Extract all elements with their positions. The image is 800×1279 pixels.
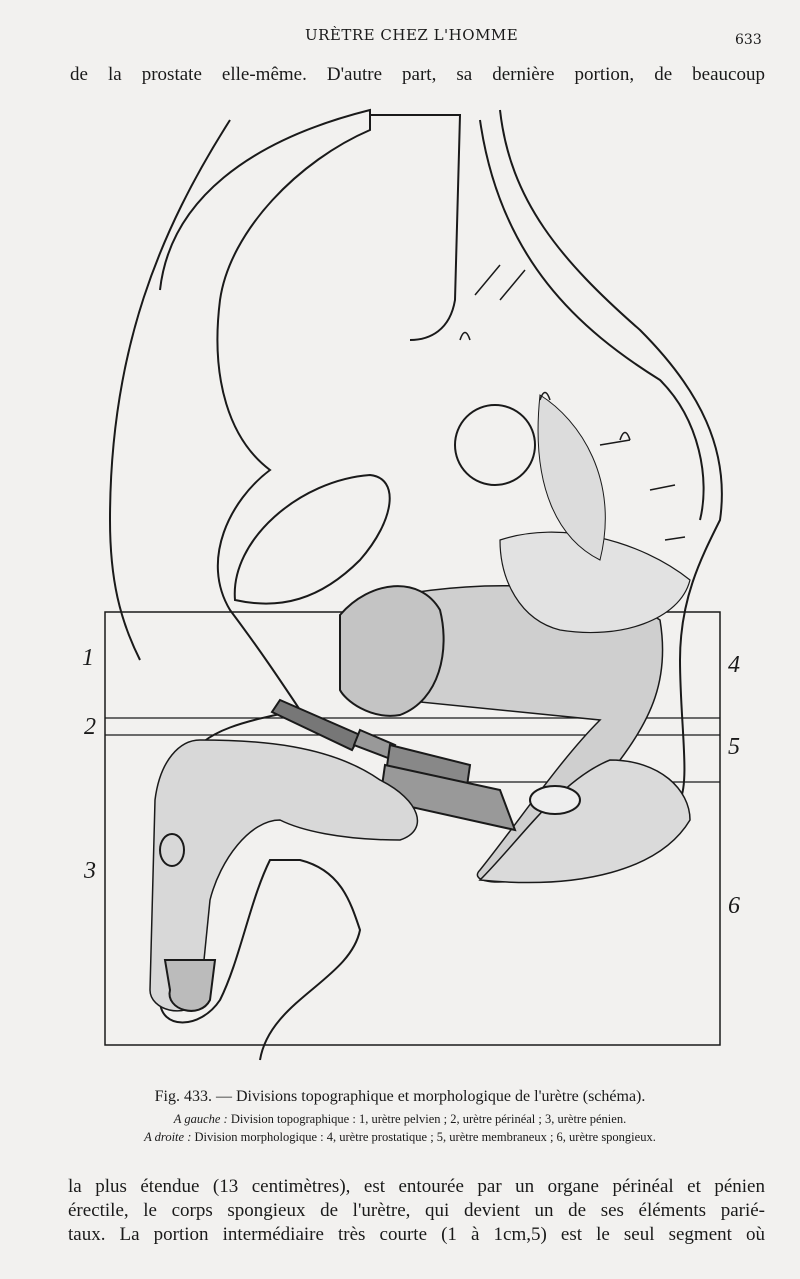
figure-caption-left: A gauche : Division topographique : 1, u…	[0, 1112, 800, 1127]
caption-right-text: Division morphologique : 4, urètre prost…	[194, 1130, 656, 1144]
caption-left-text: Division topographique : 1, urètre pelvi…	[230, 1112, 627, 1126]
back-outline	[499, 109, 723, 801]
figure-caption-title: Fig. 433. — Divisions topographique et m…	[154, 1088, 646, 1105]
prostate	[339, 585, 445, 717]
body-text-line: la plus étendue (13 centimètres), est en…	[68, 1176, 765, 1197]
label-5-membranous: 5	[728, 734, 740, 760]
running-head: URÈTRE CHEZ L'HOMME	[305, 26, 519, 44]
body-text-line: érectile, le corps spongieux de l'urètre…	[68, 1200, 765, 1221]
anatomical-figure	[104, 108, 723, 1061]
sacrum	[370, 114, 462, 341]
label-1-pelvic: 1	[82, 645, 94, 671]
page-number: 633	[735, 32, 762, 48]
caption-left-prefix: A gauche :	[173, 1112, 228, 1126]
body-text-line: de la prostate elle-même. D'autre part, …	[70, 64, 765, 85]
caption-right-prefix: A droite :	[144, 1130, 192, 1144]
leg-outline	[108, 119, 231, 661]
label-3-penile: 3	[84, 858, 96, 884]
label-6-spongy: 6	[728, 893, 740, 919]
label-2-perineal: 2	[84, 714, 96, 740]
label-4-prostatic: 4	[728, 652, 740, 678]
rectum-section	[454, 404, 536, 486]
figure-caption-right: A droite : Division morphologique : 4, u…	[0, 1130, 800, 1145]
body-text-line: taux. La portion intermédiaire très cour…	[68, 1224, 765, 1245]
urethra-pelvic	[270, 698, 362, 752]
corpus-spongiosum	[149, 739, 419, 1012]
bladder	[233, 473, 391, 605]
